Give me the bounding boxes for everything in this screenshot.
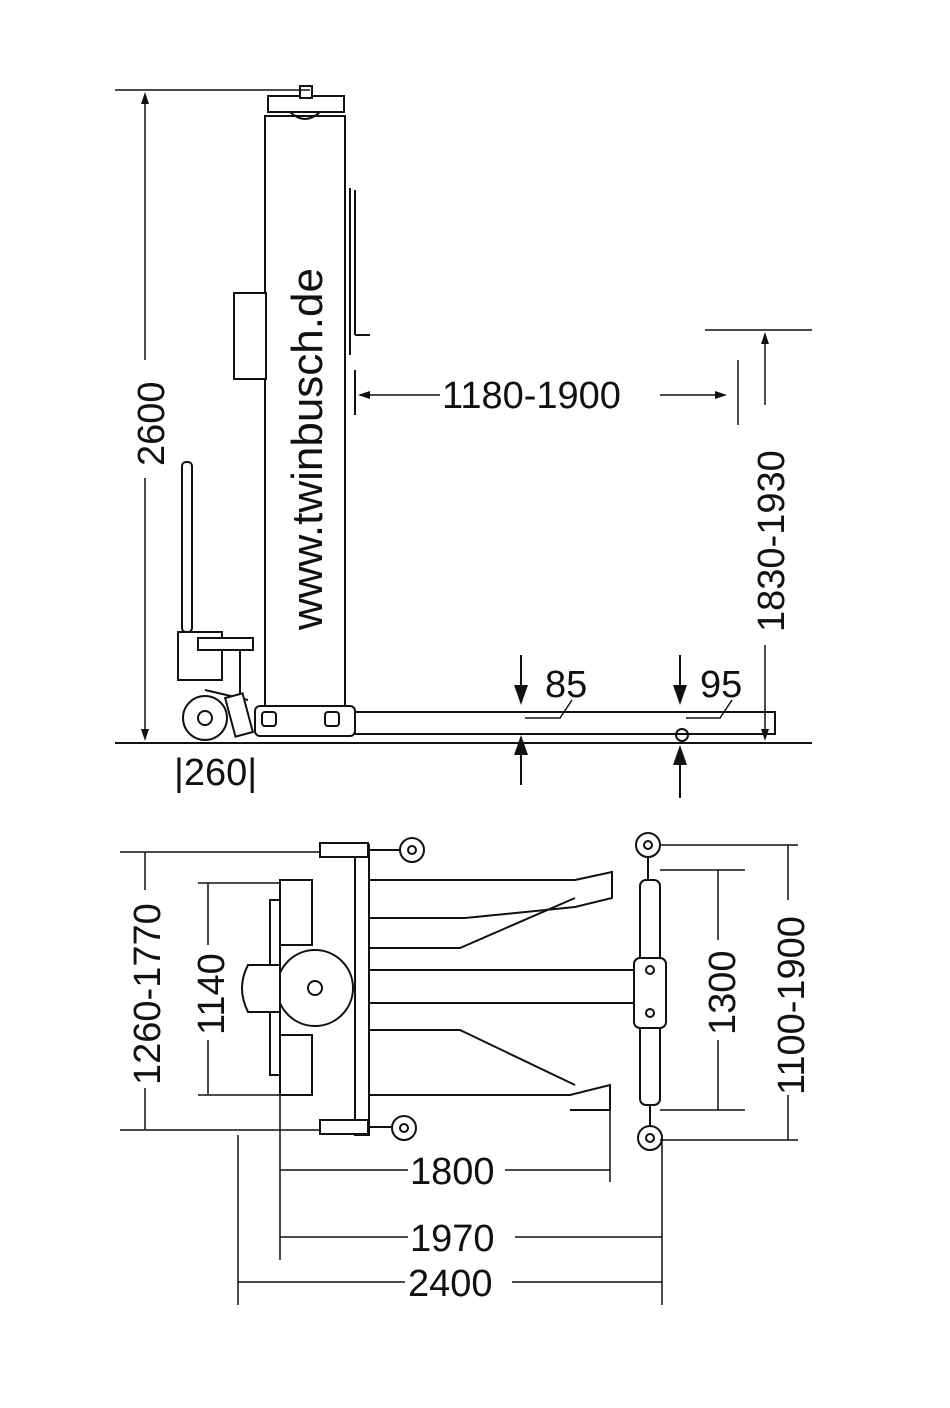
watermark-text: www.twinbusch.de bbox=[283, 268, 332, 631]
top-column-cap-bottom bbox=[320, 1120, 368, 1134]
base-foot-left bbox=[262, 712, 276, 726]
dim-1300: 1300 bbox=[702, 950, 744, 1035]
dim-1970: 1970 bbox=[410, 1218, 495, 1260]
dim-85-arrow-bottom bbox=[514, 735, 528, 755]
dim-1180-arrow-right bbox=[715, 391, 727, 399]
top-roller-lower-right bbox=[638, 1126, 662, 1150]
handle-bracket bbox=[198, 638, 253, 650]
dim-95-arrow-top bbox=[673, 685, 687, 705]
top-roller-upper-right bbox=[636, 833, 660, 857]
wheel-fork bbox=[225, 693, 253, 736]
top-roller-upper-left bbox=[400, 838, 424, 862]
top-column bbox=[355, 845, 369, 1135]
dim-1180-arrow-left bbox=[358, 391, 370, 399]
top-arm-lower-outer bbox=[370, 1085, 610, 1110]
top-foot-lower bbox=[280, 1035, 312, 1095]
dim-85-arrow-top bbox=[514, 685, 528, 705]
top-roller-lower-left bbox=[392, 1116, 416, 1140]
dim-2600: 2600 bbox=[131, 381, 173, 466]
motor bbox=[234, 293, 266, 379]
base-leg bbox=[355, 712, 775, 734]
top-arm-lower-inner bbox=[370, 1030, 575, 1085]
top-handle bbox=[242, 965, 280, 1012]
dim-85: 85 bbox=[545, 664, 587, 706]
top-column-cap-top bbox=[320, 843, 368, 857]
handle bbox=[182, 462, 192, 632]
top-arm-upper-outer bbox=[370, 872, 612, 918]
dim-1800: 1800 bbox=[410, 1151, 495, 1193]
dim-1140: 1140 bbox=[191, 953, 233, 1035]
dim-1830-arrow-top bbox=[761, 332, 769, 344]
dim-1260-1770: 1260-1770 bbox=[127, 903, 169, 1085]
dim-95: 95 bbox=[700, 664, 742, 706]
dim-2600-arrow-bottom bbox=[141, 729, 149, 741]
dim-95-arrow-bottom bbox=[673, 745, 687, 765]
column-top-knob bbox=[300, 86, 312, 98]
dim-1180-1900: 1180-1900 bbox=[442, 375, 621, 417]
wheel bbox=[183, 696, 227, 740]
top-arm-upper-inner bbox=[370, 898, 575, 948]
dim-260: |260| bbox=[174, 752, 257, 794]
top-view: 1260-1770 1140 1300 1100-1900 1800 1970 bbox=[120, 833, 813, 1305]
top-motor bbox=[277, 950, 353, 1026]
dim-1100-1900: 1100-1900 bbox=[771, 916, 813, 1095]
dim-2400: 2400 bbox=[408, 1263, 493, 1305]
side-view: www.twinbusch.de 2600 1830-1930 1180-190… bbox=[115, 86, 812, 798]
dim-2600-arrow-top bbox=[141, 92, 149, 104]
top-foot-upper bbox=[280, 880, 312, 945]
dim-1830-1930: 1830-1930 bbox=[751, 450, 793, 632]
base-foot-right bbox=[325, 712, 339, 726]
